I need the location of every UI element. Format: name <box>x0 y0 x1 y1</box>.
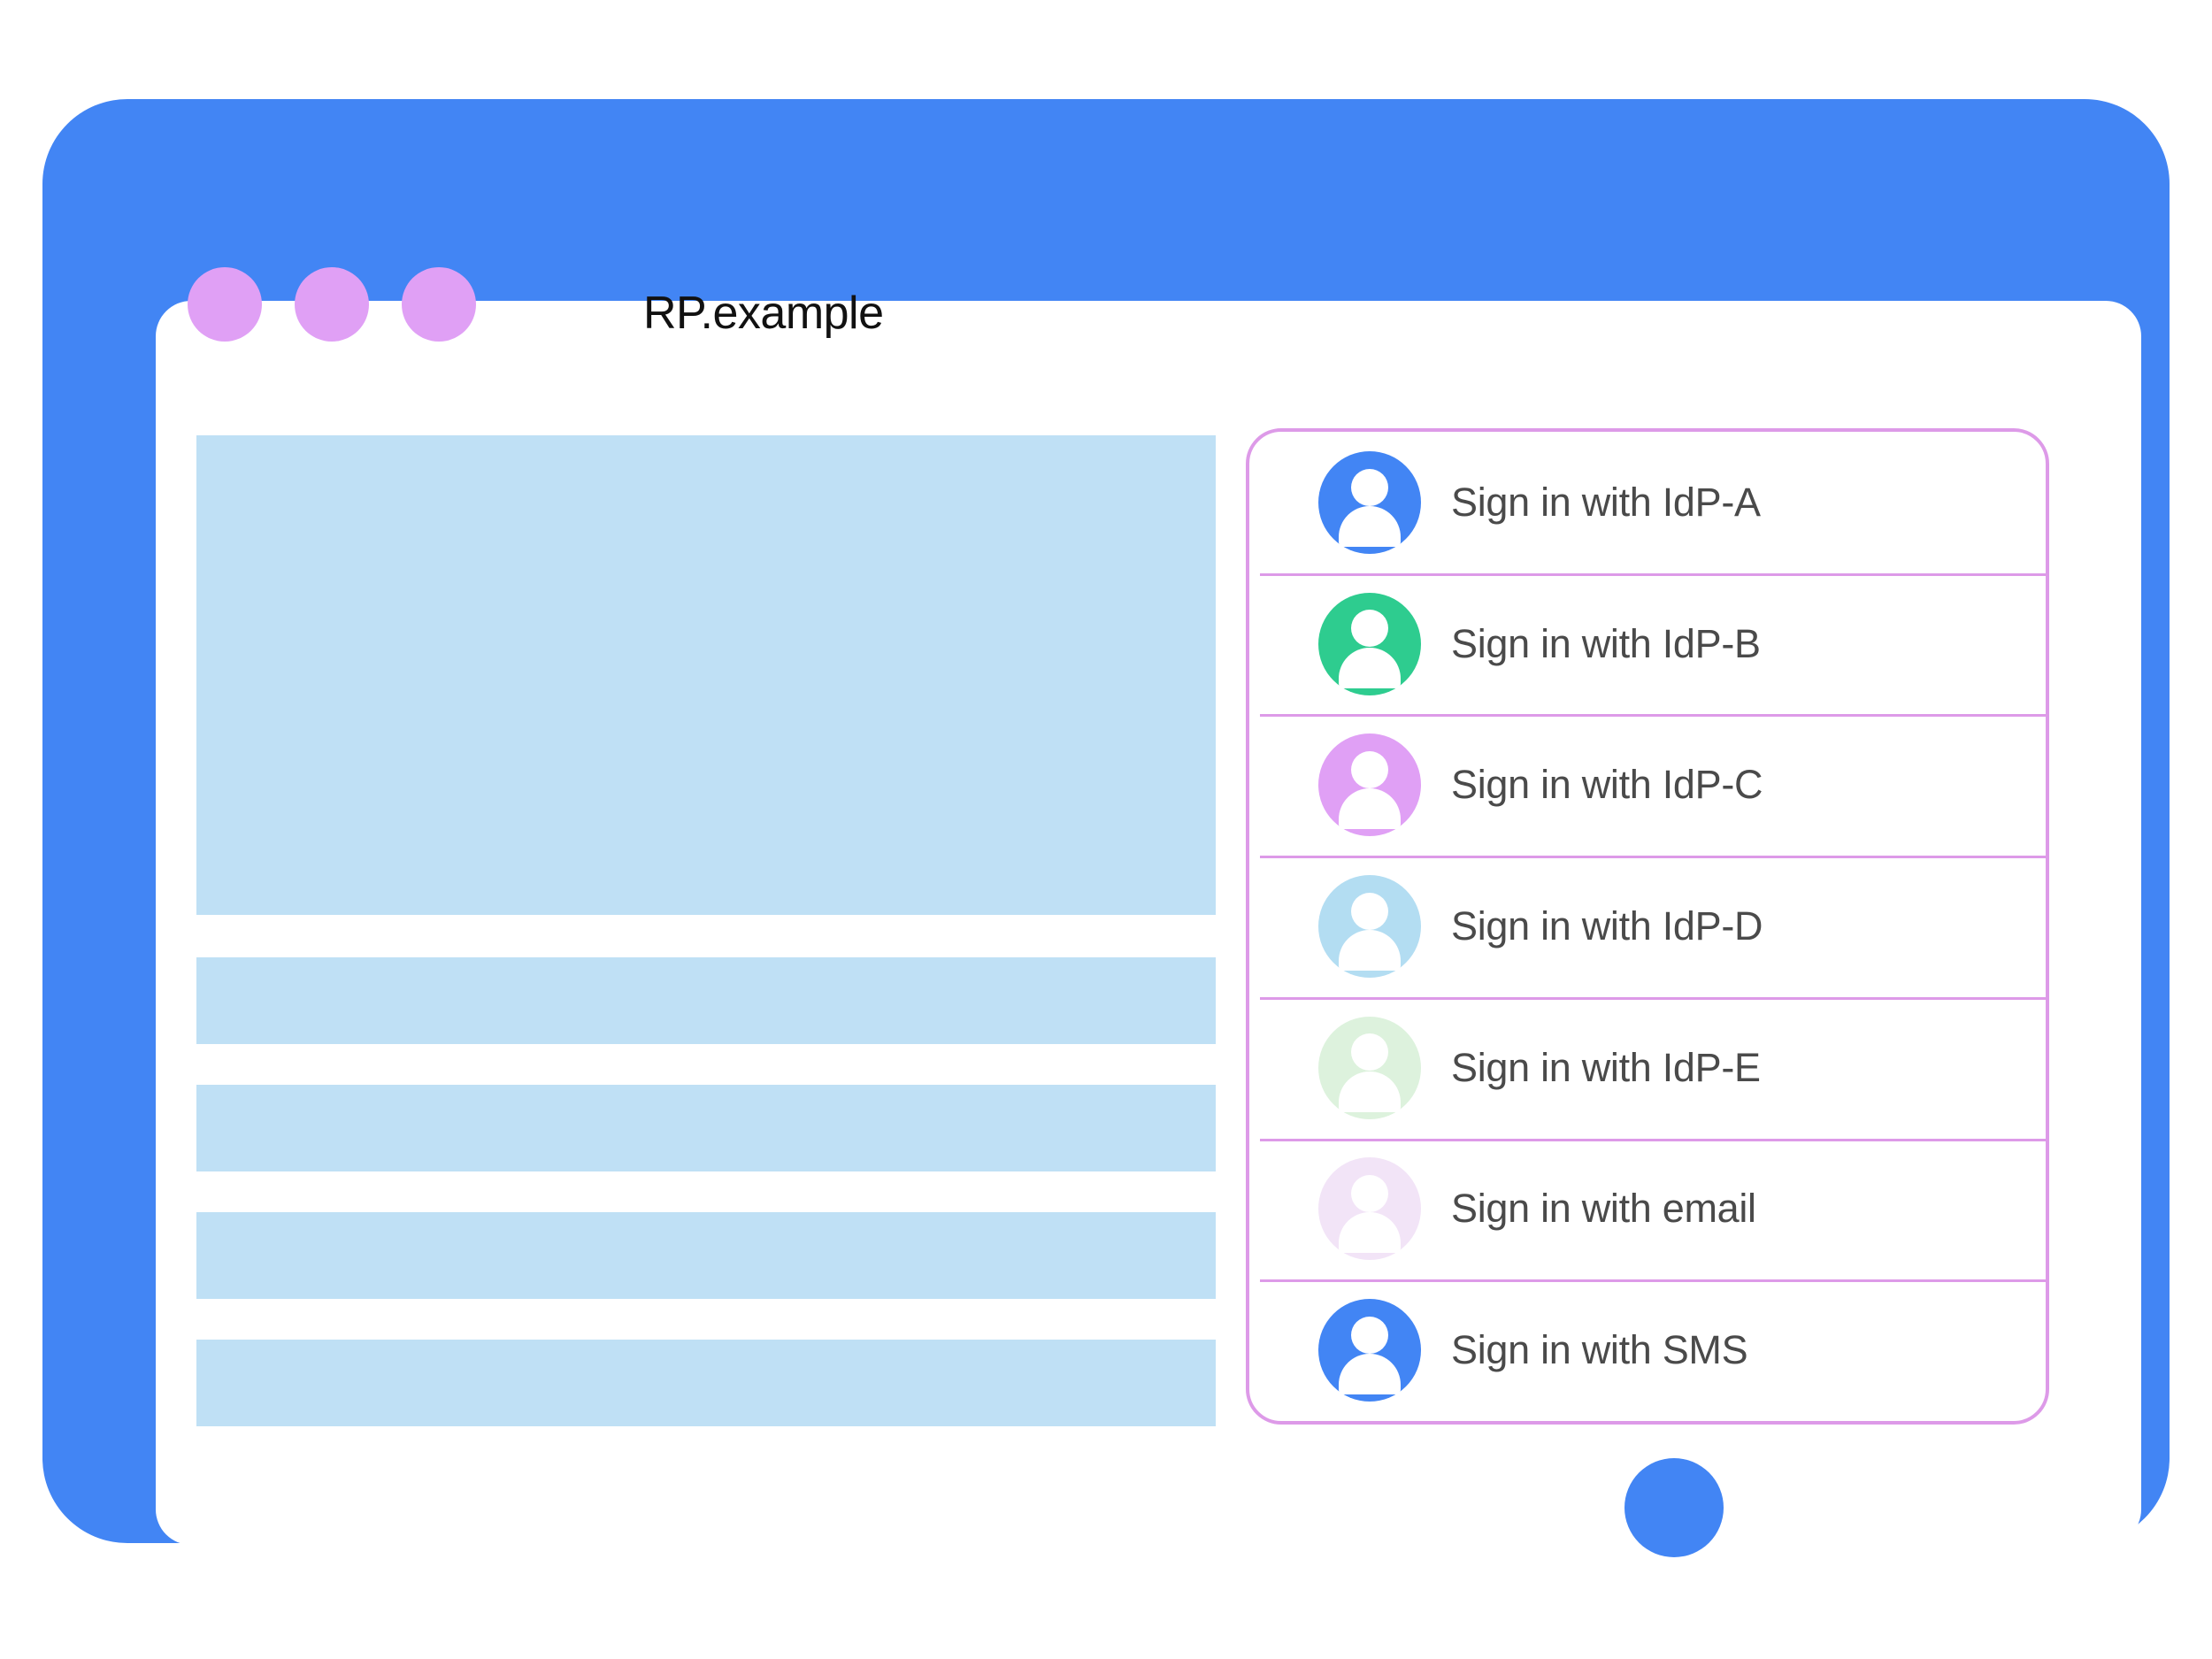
signin-option-idp-e[interactable]: Sign in with IdP-E <box>1249 996 2046 1139</box>
window-dot-2[interactable] <box>295 267 369 342</box>
signin-option-label: Sign in with email <box>1451 1186 1756 1232</box>
window-dots <box>188 267 476 342</box>
signin-option-label: Sign in with IdP-C <box>1451 762 1763 808</box>
window-dot-1[interactable] <box>188 267 262 342</box>
line-placeholder-3 <box>196 1212 1216 1299</box>
person-avatar-icon <box>1318 1157 1421 1261</box>
line-placeholder-2 <box>196 1085 1216 1171</box>
person-avatar-icon <box>1318 450 1421 554</box>
hero-placeholder <box>196 435 1216 915</box>
signin-option-idp-a[interactable]: Sign in with IdP-A <box>1249 432 2046 573</box>
person-avatar-icon <box>1318 592 1421 695</box>
window-dot-3[interactable] <box>402 267 476 342</box>
signin-dialog: Sign in with IdP-A Sign in with IdP-B Si… <box>1246 428 2049 1425</box>
signin-option-label: Sign in with IdP-D <box>1451 903 1763 949</box>
person-avatar-icon <box>1318 733 1421 837</box>
page-title: RP.example <box>643 288 884 339</box>
home-button[interactable] <box>1624 1458 1724 1557</box>
signin-option-idp-b[interactable]: Sign in with IdP-B <box>1249 572 2046 715</box>
signin-option-sms[interactable]: Sign in with SMS <box>1249 1279 2046 1421</box>
person-avatar-icon <box>1318 1016 1421 1119</box>
signin-option-idp-c[interactable]: Sign in with IdP-C <box>1249 714 2046 856</box>
line-placeholder-1 <box>196 957 1216 1044</box>
signin-option-label: Sign in with SMS <box>1451 1327 1748 1373</box>
line-placeholder-4 <box>196 1340 1216 1426</box>
signin-option-label: Sign in with IdP-A <box>1451 479 1761 525</box>
person-avatar-icon <box>1318 875 1421 979</box>
signin-option-label: Sign in with IdP-B <box>1451 620 1761 666</box>
signin-options-list: Sign in with IdP-A Sign in with IdP-B Si… <box>1249 432 2046 1421</box>
content-area <box>196 435 1216 1426</box>
person-avatar-icon <box>1318 1299 1421 1402</box>
bezel-gap-left <box>1571 1446 1632 1563</box>
bezel-gap-right <box>1740 1446 1800 1563</box>
signin-option-label: Sign in with IdP-E <box>1451 1044 1761 1090</box>
signin-option-idp-d[interactable]: Sign in with IdP-D <box>1249 856 2046 997</box>
signin-option-email[interactable]: Sign in with email <box>1249 1138 2046 1280</box>
